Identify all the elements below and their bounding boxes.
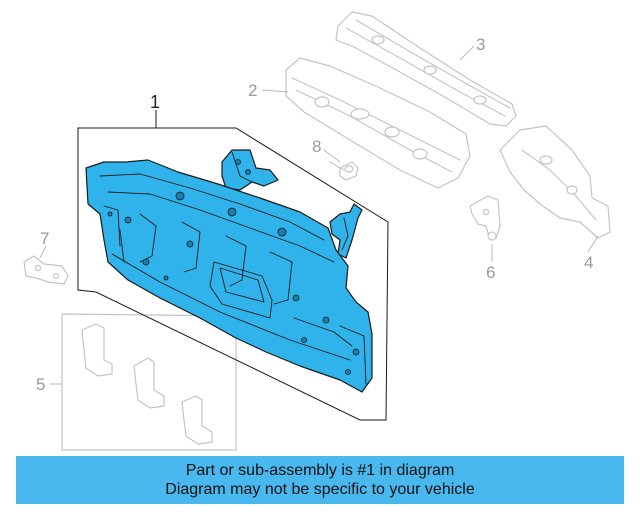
- callout-5: 5: [36, 375, 45, 394]
- part-8-bolt: [329, 161, 359, 181]
- callout-8: 8: [312, 137, 321, 156]
- callout-1: 1: [150, 92, 160, 112]
- part-6-bracket: [469, 195, 501, 241]
- part-7-small-bracket: [23, 255, 69, 285]
- part-5-bracket-group: [61, 313, 237, 451]
- part-1-rear-panel: [85, 149, 373, 393]
- part-2-shelf-crossmember: [285, 57, 471, 189]
- part-4-side-reinforcement: [499, 125, 611, 239]
- callout-4: 4: [584, 253, 593, 272]
- banner-line-2: Diagram may not be specific to your vehi…: [165, 481, 475, 498]
- callout-3: 3: [476, 35, 485, 54]
- leader-lines: [39, 45, 599, 385]
- banner-line-1: Part or sub-assembly is #1 in diagram: [185, 462, 455, 479]
- info-banner: Part or sub-assembly is #1 in diagram Di…: [16, 456, 624, 504]
- part-1-outline: [77, 127, 389, 421]
- part-3-upper-crossmember: [335, 11, 517, 127]
- callout-6: 6: [486, 263, 495, 282]
- callout-2: 2: [248, 81, 257, 100]
- callout-7: 7: [40, 229, 49, 248]
